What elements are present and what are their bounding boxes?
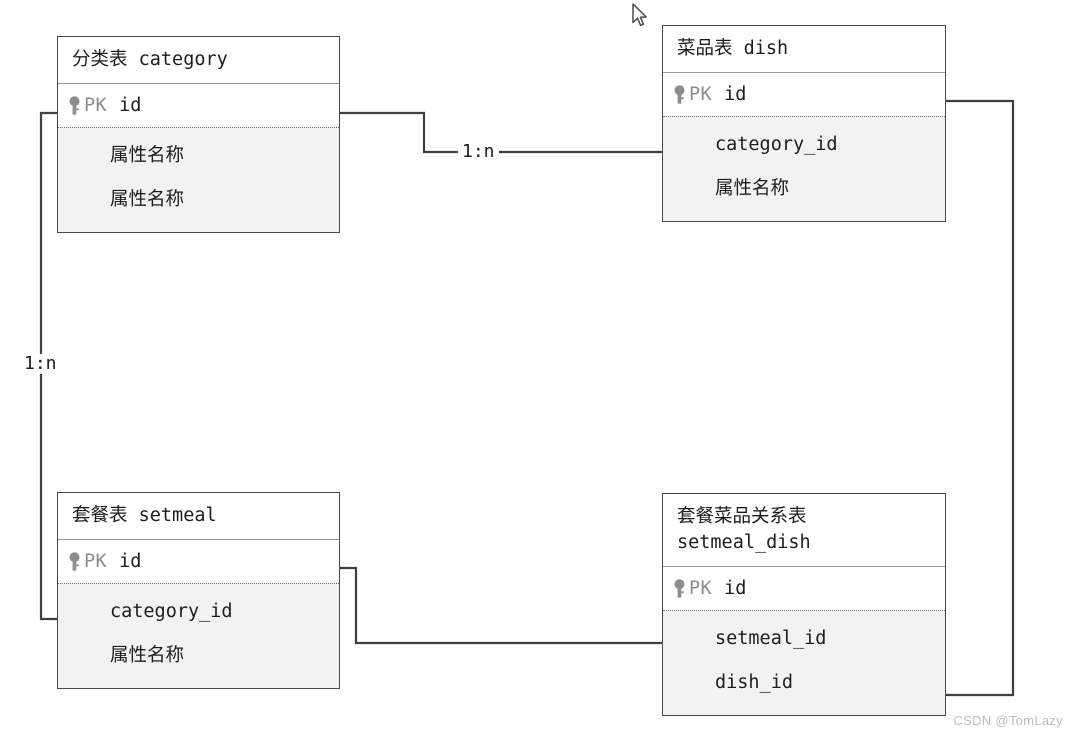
entity-setmeal-pk-tag: PK: [84, 551, 108, 572]
cardinality-label-category-dish: 1:n: [458, 142, 499, 162]
key-icon: [68, 96, 81, 115]
attribute-row: 属性名称: [110, 189, 185, 210]
entity-dish-attributes: category_id 属性名称: [663, 117, 945, 221]
entity-setmeal-pk-row: PK id: [58, 540, 339, 584]
connector-setmeal-setmealdish: [338, 566, 664, 645]
entity-dish-pk-row: PK id: [663, 73, 945, 117]
entity-setmeal-pk-name: id: [119, 551, 142, 572]
entity-category-pk-row: PK id: [58, 84, 339, 128]
entity-setmeal-dish-pk-name: id: [724, 578, 747, 599]
entity-category-pk-name: id: [119, 95, 142, 116]
watermark-text: CSDN @TomLazy: [953, 713, 1063, 728]
entity-dish[interactable]: 菜品表 dish PK id category_id 属性名称: [662, 25, 946, 222]
entity-category-pk-tag: PK: [84, 95, 108, 116]
entity-setmeal-title: 套餐表 setmeal: [58, 493, 339, 540]
entity-setmeal-dish-pk-row: PK id: [663, 567, 945, 611]
key-icon: [673, 85, 686, 104]
attribute-row: dish_id: [715, 672, 793, 693]
attribute-row: category_id: [110, 601, 233, 622]
cardinality-label-category-setmeal: 1:n: [20, 354, 61, 374]
entity-setmeal-dish-title: 套餐菜品关系表 setmeal_dish: [663, 494, 945, 567]
attribute-row: 属性名称: [110, 145, 185, 166]
key-icon: [68, 552, 81, 571]
entity-setmeal[interactable]: 套餐表 setmeal PK id category_id 属性名称: [57, 492, 340, 689]
entity-category-title: 分类表 category: [58, 37, 339, 84]
entity-dish-pk-tag: PK: [689, 84, 713, 105]
entity-setmeal-dish-pk-tag: PK: [689, 578, 713, 599]
entity-setmeal-dish-attributes: setmeal_id dish_id: [663, 611, 945, 715]
arrow-cursor-icon: [632, 3, 647, 27]
entity-category[interactable]: 分类表 category PK id 属性名称 属性名称: [57, 36, 340, 233]
entity-dish-title: 菜品表 dish: [663, 26, 945, 73]
key-icon: [673, 579, 686, 598]
entity-category-attributes: 属性名称 属性名称: [58, 128, 339, 232]
connector-dish-setmealdish: [944, 99, 1015, 697]
entity-dish-pk-name: id: [724, 84, 747, 105]
attribute-row: 属性名称: [715, 178, 790, 199]
connector-category-dish: [338, 111, 664, 154]
entity-setmeal-attributes: category_id 属性名称: [58, 584, 339, 688]
attribute-row: category_id: [715, 134, 838, 155]
entity-setmeal-dish[interactable]: 套餐菜品关系表 setmeal_dish PK id setmeal_id di…: [662, 493, 946, 716]
attribute-row: 属性名称: [110, 645, 185, 666]
attribute-row: setmeal_id: [715, 628, 827, 649]
